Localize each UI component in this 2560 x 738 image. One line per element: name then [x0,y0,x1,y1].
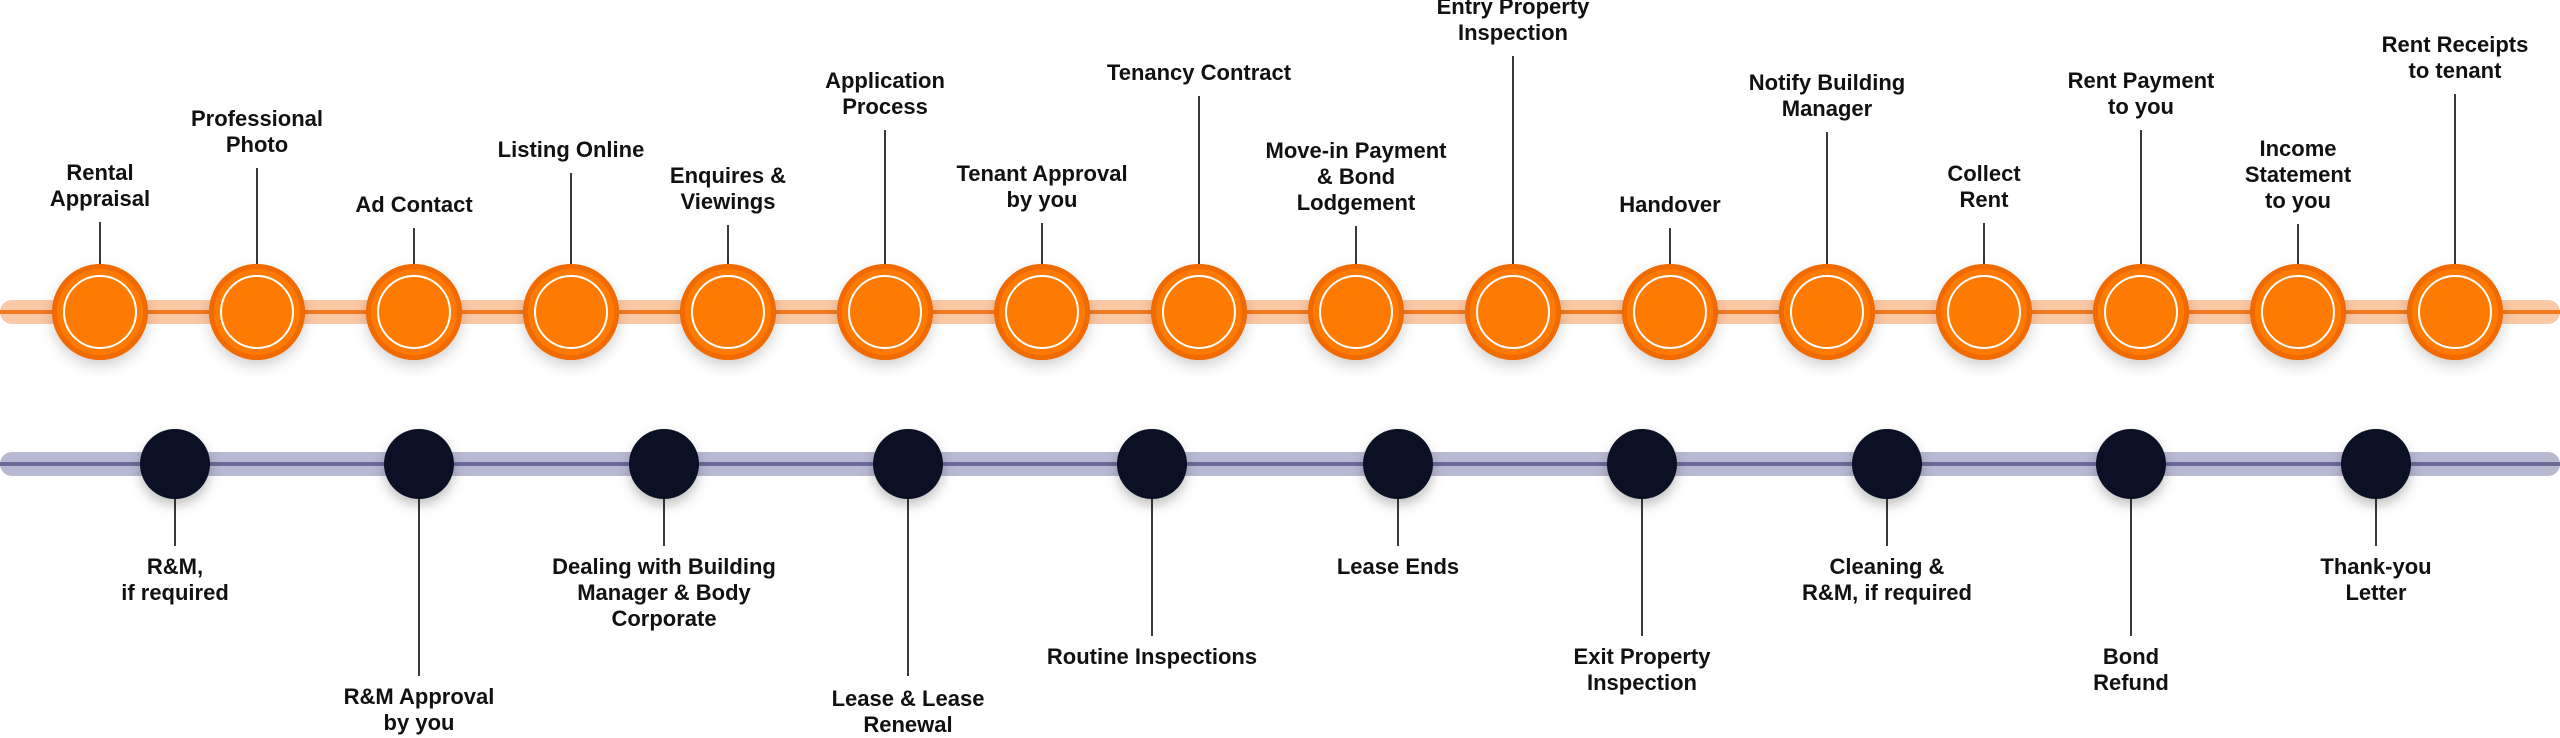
bottom-step-node [2096,429,2166,499]
top-step-connector [413,228,415,264]
top-step-connector [1041,223,1043,264]
top-step-connector [1826,132,1828,264]
top-step-label: Rent Receipts to tenant [2381,32,2529,83]
bottom-step-connector [663,494,665,546]
bottom-step-label: R&M Approval by you [343,684,495,735]
bottom-step-node [1117,429,1187,499]
bottom-step-node [629,429,699,499]
bottom-step-label: Thank-you Letter [2320,554,2432,605]
top-step-label: Rental Appraisal [49,160,151,211]
top-step-label: Move-in Payment & Bond Lodgement [1265,138,1447,215]
top-step-node [1151,264,1247,360]
bottom-step-node [1852,429,1922,499]
top-step-label: Enquires & Viewings [669,163,787,214]
bottom-step-node [140,429,210,499]
top-step-node [1936,264,2032,360]
top-step-node [2250,264,2346,360]
bottom-step-connector [907,494,909,676]
top-step-label: Collect Rent [1947,161,2021,212]
top-step-connector [570,173,572,264]
bottom-step-connector [1151,494,1153,636]
top-step-connector [1198,96,1200,264]
top-step-connector [1355,226,1357,264]
top-step-connector [2140,130,2142,264]
bottom-step-node [873,429,943,499]
top-step-node [680,264,776,360]
top-step-node [1308,264,1404,360]
top-step-node [2093,264,2189,360]
bottom-step-label: Exit Property Inspection [1573,644,1711,695]
bottom-step-connector [418,494,420,676]
bottom-timeline-line [0,462,2560,466]
top-step-connector [727,225,729,264]
bottom-step-node [1607,429,1677,499]
top-step-node [837,264,933,360]
top-step-connector [1512,56,1514,264]
bottom-step-label: Dealing with Building Manager & Body Cor… [552,554,776,631]
bottom-step-connector [1886,494,1888,546]
top-step-label: Ad Contact [355,192,473,217]
bottom-step-node [384,429,454,499]
top-step-node [1622,264,1718,360]
top-step-node [52,264,148,360]
top-step-connector [884,130,886,264]
top-step-label: Rent Payment to you [2067,68,2215,119]
top-step-node [1779,264,1875,360]
top-step-node [209,264,305,360]
top-step-connector [256,168,258,264]
top-step-node [2407,264,2503,360]
top-step-node [366,264,462,360]
top-step-label: Application Process [825,68,945,119]
bottom-step-label: Lease & Lease Renewal [831,686,985,737]
bottom-step-connector [2375,494,2377,546]
bottom-step-connector [1397,494,1399,546]
top-step-label: Income Statement to you [2244,136,2352,213]
top-step-connector [1669,228,1671,264]
top-step-node [1465,264,1561,360]
bottom-step-node [2341,429,2411,499]
bottom-step-connector [1641,494,1643,636]
bottom-step-connector [2130,494,2132,636]
top-step-label: Tenant Approval by you [956,161,1128,212]
bottom-step-label: Cleaning & R&M, if required [1802,554,1972,605]
top-step-node [994,264,1090,360]
top-step-label: Listing Online [497,137,645,162]
bottom-step-label: Lease Ends [1336,554,1460,579]
bottom-step-label: Routine Inspections [1046,644,1258,669]
top-step-label: Tenancy Contract [1106,60,1292,85]
bottom-step-label: R&M, if required [121,554,229,605]
top-step-connector [99,222,101,264]
top-step-label: Notify Building Manager [1748,70,1906,121]
top-step-label: Professional Photo [190,106,324,157]
top-step-connector [2297,224,2299,264]
bottom-step-node [1363,429,1433,499]
top-step-label: Handover [1619,192,1721,217]
top-step-label: Entry Property Inspection [1436,0,1590,45]
top-timeline-line [0,310,2560,314]
bottom-step-connector [174,494,176,546]
top-step-connector [1983,223,1985,264]
top-step-connector [2454,94,2456,264]
top-step-node [523,264,619,360]
bottom-step-label: Bond Refund [2093,644,2169,695]
